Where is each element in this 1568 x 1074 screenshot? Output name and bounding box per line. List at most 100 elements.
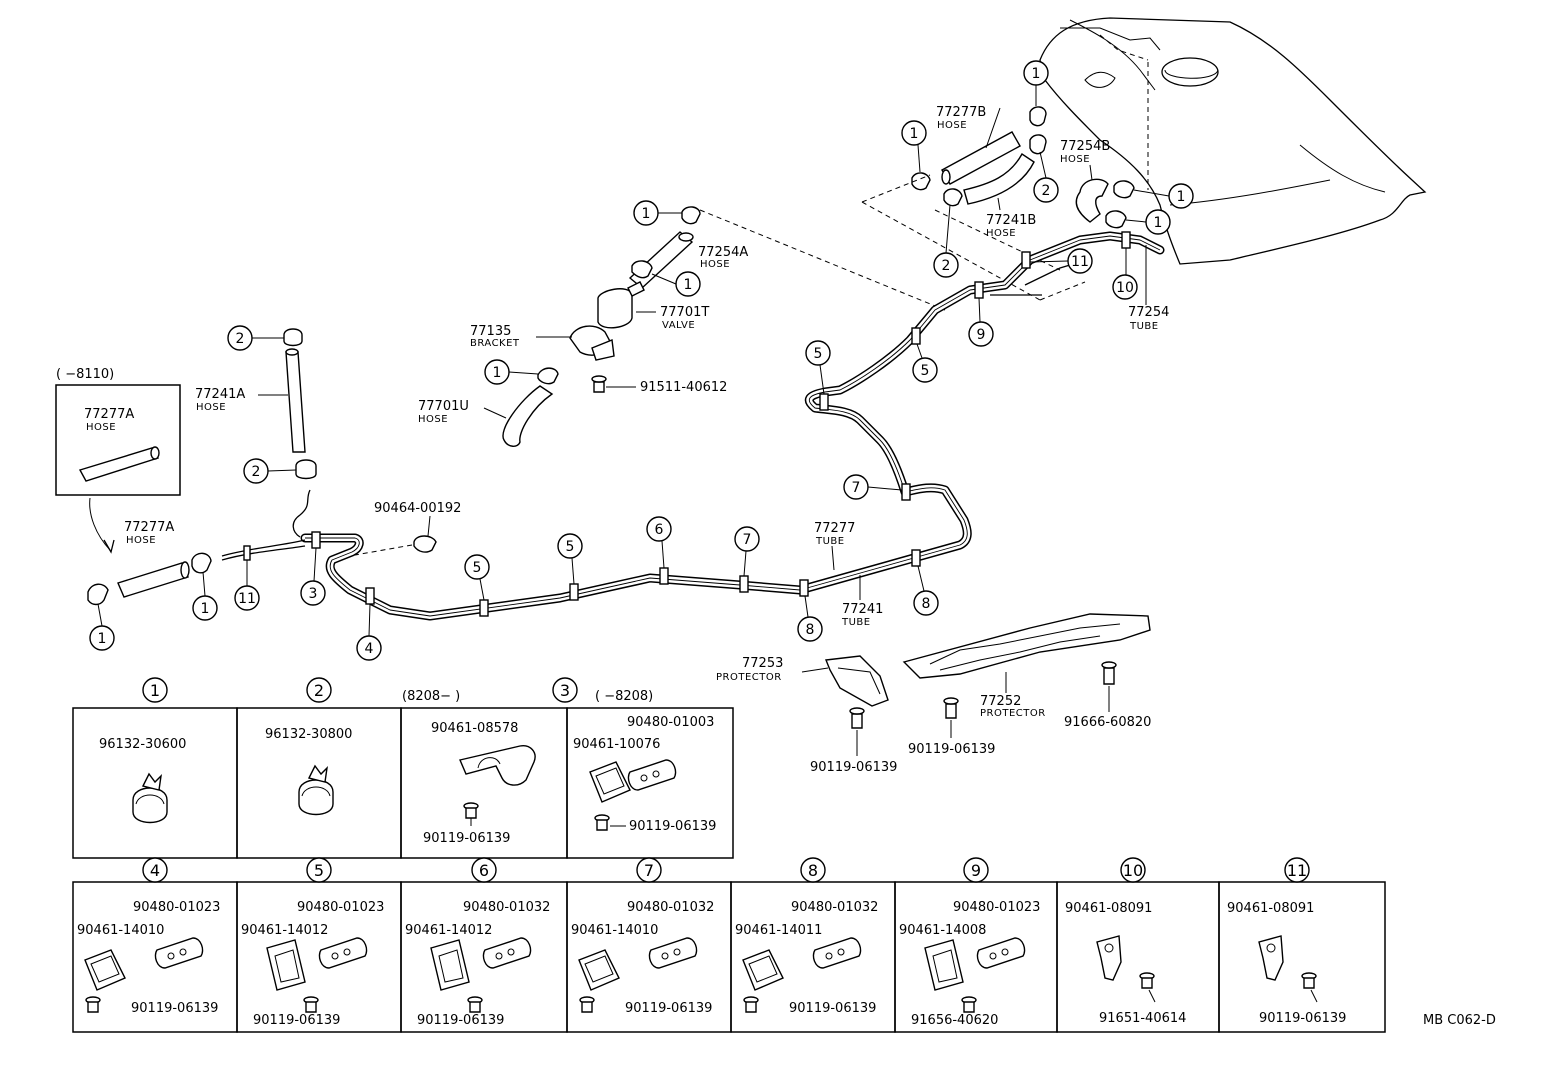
callout-5-d: 5	[912, 343, 938, 383]
callout-1-f: 1	[1133, 183, 1194, 209]
detail-callout-9-number: 9	[971, 861, 981, 880]
svg-text:4: 4	[365, 641, 374, 657]
detail-callout-9: 9	[963, 857, 989, 883]
detail-cell-9: 9 90480-01023 90461-14008 91656-40620	[894, 857, 1058, 1033]
svg-text:1: 1	[201, 601, 210, 617]
part-number: 96132-30600	[99, 737, 186, 752]
callout-11-b: 11	[234, 560, 260, 611]
part-number: 90461-14010	[571, 923, 658, 938]
clip-90464-label: 90464-00192	[374, 501, 461, 516]
callout-2-c: 2	[1033, 151, 1059, 203]
callout-2-a: 2	[227, 325, 284, 351]
part-number: 90119-06139	[625, 1001, 712, 1016]
svg-text:1: 1	[642, 206, 651, 222]
detail-callout-1: 1	[142, 677, 168, 703]
callout-3: 3	[300, 547, 326, 606]
part-number: 90461-14012	[241, 923, 328, 938]
hose-77254B-label: 77254B	[1060, 139, 1110, 154]
detail-range-3: ( −8208)	[595, 689, 653, 704]
protectors: 77253 PROTECTOR 77252 PROTECTOR 91666-60…	[716, 613, 1151, 775]
callout-10: 10	[1112, 248, 1138, 300]
hose-77254A-label: 77254A	[698, 245, 748, 260]
hose-77241A-sub: HOSE	[196, 402, 226, 413]
callout-1-c: 1	[484, 359, 539, 385]
callout-2-d: 2	[933, 204, 959, 278]
part-number: 90480-01023	[133, 900, 220, 915]
part-number: 90480-01032	[791, 900, 878, 915]
detail-callout-8-number: 8	[808, 861, 818, 880]
callout-1-h: 1	[192, 571, 218, 621]
part-number: 90119-06139	[417, 1013, 504, 1028]
part-number: 90119-06139	[629, 819, 716, 834]
callout-7-a: 7	[734, 526, 760, 577]
hose-77277A-label: 77277A	[124, 520, 174, 535]
svg-text:1: 1	[1154, 215, 1163, 231]
bolt-91666-label: 91666-60820	[1064, 715, 1151, 730]
detail-range-2: (8208− )	[402, 689, 460, 704]
valve-77701T-sub: VALVE	[662, 320, 695, 331]
part-number: 90119-06139	[423, 831, 510, 846]
callout-8-b: 8	[913, 565, 939, 616]
clip-90464-00192: 90464-00192	[354, 501, 461, 556]
callout-1-e: 1	[901, 120, 927, 173]
detail-callout-1-number: 1	[150, 681, 160, 700]
fuel-tank	[1039, 17, 1427, 265]
svg-text:5: 5	[473, 560, 482, 576]
hose-77277A: 77277A HOSE	[87, 520, 212, 606]
callout-6: 6	[646, 516, 672, 569]
callout-1-i: 1	[89, 603, 115, 651]
svg-text:3: 3	[309, 586, 318, 602]
detail-callout-2: 2	[306, 677, 332, 703]
inset-8110: ( −8110) 77277A HOSE	[55, 367, 181, 554]
detail-callout-2-number: 2	[314, 681, 324, 700]
detail-callout-6: 6	[471, 857, 497, 883]
callout-11-a: 11	[1029, 248, 1093, 274]
part-number: 90480-01003	[627, 715, 714, 730]
part-number: 91651-40614	[1099, 1011, 1186, 1026]
callout-7-b: 7	[843, 474, 903, 500]
part-number: 91656-40620	[911, 1013, 998, 1028]
tube-77277-label: 77277	[814, 521, 855, 536]
detail-callout-4: 4	[142, 857, 168, 883]
part-number: 90461-08091	[1065, 901, 1152, 916]
part-number: 90119-06139	[253, 1013, 340, 1028]
svg-text:2: 2	[1042, 183, 1051, 199]
svg-text:9: 9	[977, 327, 986, 343]
hose-77254A-sub: HOSE	[700, 259, 730, 270]
hose-77241B-sub: HOSE	[986, 228, 1016, 239]
svg-text:1: 1	[493, 365, 502, 381]
svg-text:2: 2	[236, 331, 245, 347]
svg-text:11: 11	[1071, 254, 1089, 270]
tube-77241-label: 77241	[842, 602, 883, 617]
callout-5-c: 5	[805, 340, 831, 395]
svg-text:5: 5	[921, 363, 930, 379]
part-number: 90461-14008	[899, 923, 986, 938]
part-number: 90461-14010	[77, 923, 164, 938]
svg-text:1: 1	[910, 126, 919, 142]
callouts: 1 1 1 1 1 1 1 1 1 2 2 2 2 3 4 5 5 5 5 6 …	[89, 60, 1194, 661]
svg-text:2: 2	[252, 464, 261, 480]
bracket-77135-sub: BRACKET	[470, 338, 520, 349]
detail-callout-11: 11	[1284, 857, 1310, 883]
detail-callout-6-number: 6	[479, 861, 489, 880]
svg-text:1: 1	[1177, 189, 1186, 205]
svg-text:7: 7	[743, 532, 752, 548]
detail-cell-1: 1 96132-30600	[72, 677, 238, 859]
svg-text:8: 8	[922, 596, 931, 612]
part-number: 90461-14012	[405, 923, 492, 938]
inset-range-label: ( −8110)	[56, 367, 114, 382]
tube-77254-label: 77254	[1128, 305, 1169, 320]
detail-callout-5-number: 5	[314, 861, 324, 880]
inset-part-sub: HOSE	[86, 422, 116, 433]
part-number: 90461-10076	[573, 737, 660, 752]
detail-callout-8: 8	[800, 857, 826, 883]
part-number: 90461-08091	[1227, 901, 1314, 916]
svg-text:6: 6	[655, 522, 664, 538]
part-number: 90480-01023	[953, 900, 1040, 915]
